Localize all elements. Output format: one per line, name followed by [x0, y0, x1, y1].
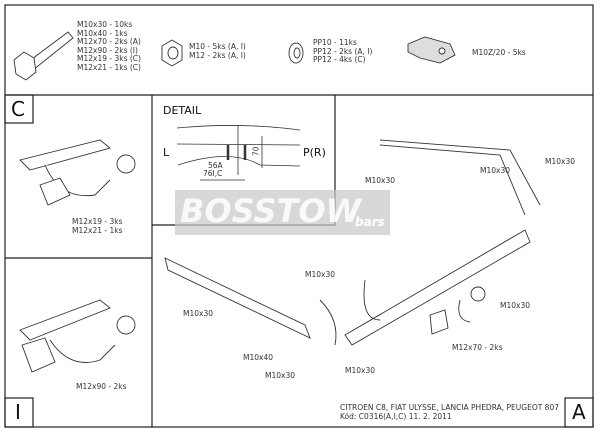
callout: M10x40	[243, 353, 273, 362]
callout: M10x30	[305, 270, 335, 279]
detail-right-label: P(R)	[303, 146, 326, 159]
callout: M12x90 - 2ks	[76, 382, 127, 391]
towbar-sketch	[164, 139, 541, 346]
bolt-item: M10x40 - 1ks	[77, 28, 128, 38]
callout: M10x30	[365, 176, 395, 185]
callout: M10x30	[545, 157, 575, 166]
nut-icon	[161, 39, 183, 67]
watermark-logo: BOSSTOW	[180, 192, 361, 230]
hitch-i-sketch	[19, 299, 136, 373]
clip-item: M10Z/20 - 5ks	[472, 48, 526, 57]
watermark-band	[175, 190, 390, 235]
washer-icon	[288, 42, 304, 64]
bolt-item: M10x30 - 10ks	[77, 20, 133, 29]
nuts-list: M10 - 5ks (A, I) M12 - 2ks (A, I)	[189, 42, 246, 60]
callout: M10x30	[183, 309, 213, 318]
callout: M10x30	[480, 166, 510, 175]
washer-item: PP12 - 2ks (A, I)	[313, 46, 373, 56]
panel-c-labels: M12x19 - 3ks M12x21 - 1ks	[72, 217, 123, 235]
bolt-icon	[13, 31, 74, 81]
callout: M12x19 - 3ks	[72, 217, 123, 226]
bolt-item: M12x19 - 3ks (C)	[77, 54, 141, 64]
callout: M12x21 - 1ks	[72, 225, 123, 235]
detail-dim-height: 70	[251, 146, 261, 157]
nut-item: M10 - 5ks (A, I)	[189, 42, 246, 51]
detail-dim-ic: 76I,C	[203, 169, 223, 178]
nut-item: M12 - 2ks (A, I)	[189, 50, 246, 60]
washers-list: PP10 - 11ks PP12 - 2ks (A, I) PP12 - 4ks…	[313, 38, 373, 65]
detail-sketch	[176, 125, 301, 181]
bolt-item: M12x70 - 2ks (A)	[77, 37, 141, 47]
detail-left-label: L	[163, 146, 170, 159]
callout: M10x30	[345, 366, 375, 375]
panel-a-label: A	[572, 400, 586, 424]
panel-c-label: C	[11, 97, 25, 121]
bolt-item: M12x90 - 2ks (I)	[77, 45, 138, 55]
washer-item: PP10 - 11ks	[313, 38, 357, 47]
bolts-list: M10x30 - 10ks M10x40 - 1ks M12x70 - 2ks …	[77, 20, 141, 73]
callout: M10x30	[500, 301, 530, 310]
bolt-item: M12x21 - 1ks (C)	[77, 62, 141, 72]
panel-i-label: I	[15, 400, 21, 424]
detail-dim-a: 56A	[208, 161, 223, 170]
footer-vehicles: CITROEN C8, FIAT ULYSSE, LANCIA PHEDRA, …	[340, 403, 559, 412]
watermark-suffix: bars	[355, 215, 385, 229]
washer-item: PP12 - 4ks (C)	[313, 55, 366, 65]
clip-nut-icon	[407, 36, 456, 64]
footer-code: Kód: C0316(A,I,C) 11. 2. 2011	[340, 412, 452, 421]
detail-title: DETAIL	[163, 104, 202, 117]
callout: M10x30	[265, 371, 295, 380]
callout: M12x70 - 2ks	[452, 343, 503, 352]
hitch-c-sketch	[19, 139, 136, 206]
